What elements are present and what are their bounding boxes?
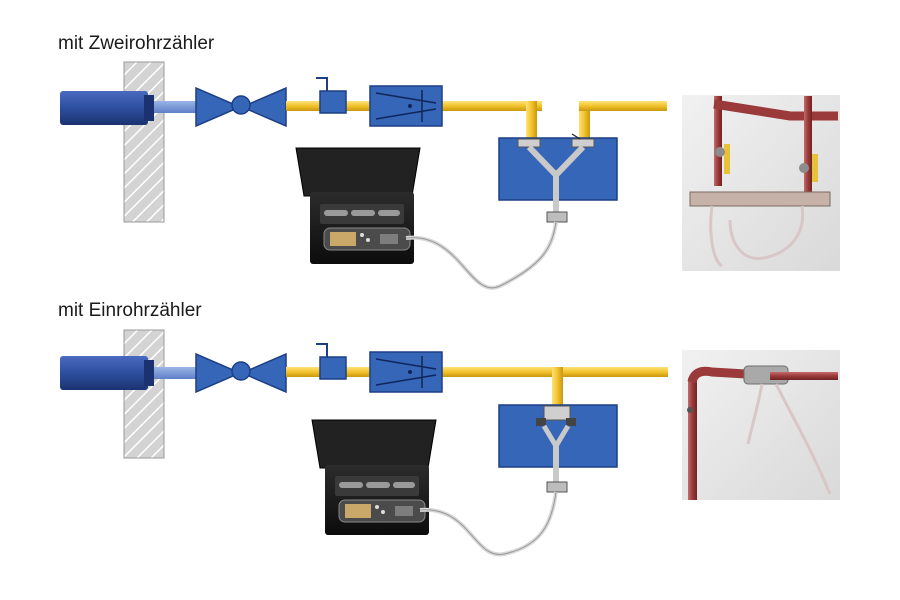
single-pipe-meter-diagram xyxy=(60,329,840,557)
measuring-instrument-case xyxy=(295,147,421,264)
gas-filter xyxy=(369,85,443,127)
pressure-regulator xyxy=(316,77,347,114)
photo-installation-single-pipe xyxy=(682,350,840,500)
photo-installation-two-pipe xyxy=(682,95,840,271)
connection-hose xyxy=(419,491,558,557)
ball-valve xyxy=(195,86,287,128)
main-pipe xyxy=(60,356,148,390)
service-pipe xyxy=(154,367,198,379)
main-pipe xyxy=(60,91,148,125)
service-pipe xyxy=(154,101,198,113)
section-title-single-pipe-meter: mit Einrohrzähler xyxy=(58,300,202,321)
measuring-instrument-case xyxy=(311,419,437,535)
section-title-two-pipe-meter: mit Zweirohrzähler xyxy=(58,33,215,54)
ball-valve xyxy=(195,352,287,394)
connection-hose xyxy=(405,221,558,290)
pressure-regulator xyxy=(316,343,347,380)
gas-filter xyxy=(369,351,443,393)
gas-meter xyxy=(498,404,618,493)
gas-meter xyxy=(498,133,618,223)
two-pipe-meter-diagram xyxy=(60,61,840,290)
wall-hatch xyxy=(123,329,165,459)
wall-hatch xyxy=(123,61,165,223)
